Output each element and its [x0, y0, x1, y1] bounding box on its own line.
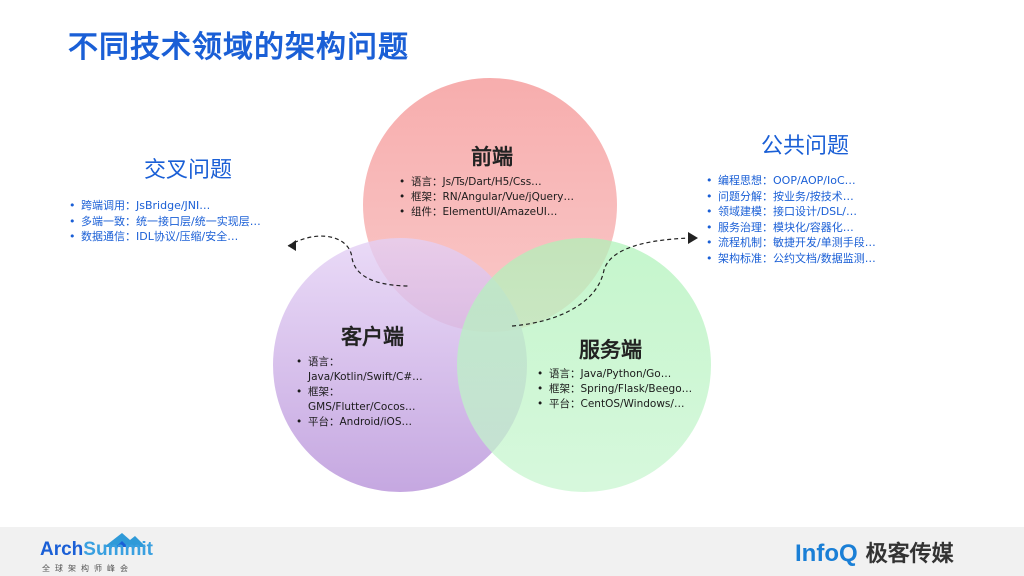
archsummit-logo: ArchSummit 全球架构师峰会	[40, 533, 160, 573]
frontend-list: 语言：Js/Ts/Dart/H5/Css… 框架：RN/Angular/Vue/…	[397, 175, 574, 220]
common-title: 公共问题	[761, 134, 850, 159]
common-list: 编程思想：OOP/AOP/IoC… 问题分解：按业务/按技术… 领域建模：接口设…	[703, 173, 876, 266]
list-item: 语言：Java/Python/Go…	[535, 367, 692, 382]
server-list: 语言：Java/Python/Go… 框架：Spring/Flask/Beego…	[535, 367, 692, 412]
list-item: 框架：RN/Angular/Vue/jQuery…	[397, 190, 574, 205]
list-item: 领域建模：接口设计/DSL/…	[703, 204, 876, 220]
infoq-cn-wordmark: 极客传媒	[865, 541, 954, 566]
mountain-icon	[104, 533, 146, 547]
list-item: 流程机制：敏捷开发/单测手段…	[703, 235, 876, 251]
list-item: 语言：Js/Ts/Dart/H5/Css…	[397, 175, 574, 190]
client-list: 语言： Java/Kotlin/Swift/C#… 框架： GMS/Flutte…	[294, 355, 423, 430]
footer-bar: ArchSummit 全球架构师峰会 InfoQ 极客传媒	[0, 527, 1024, 576]
archsummit-wordmark: ArchSummit	[40, 539, 153, 561]
list-item: 服务治理：模块化/容器化…	[703, 220, 876, 236]
list-item: 编程思想：OOP/AOP/IoC…	[703, 173, 876, 189]
cross-arrowhead	[288, 240, 296, 251]
list-item: 框架：	[294, 385, 423, 400]
infoq-logo: InfoQ 极客传媒	[795, 536, 954, 568]
list-item: 组件：ElementUI/AmazeUI…	[397, 205, 574, 220]
common-arrowhead	[688, 232, 698, 244]
page-title: 不同技术领域的架构问题	[68, 30, 409, 65]
list-item: 架构标准：公约文档/数据监测…	[703, 251, 876, 267]
list-item: 平台：Android/iOS…	[294, 415, 423, 430]
list-item: 框架：Spring/Flask/Beego…	[535, 382, 692, 397]
list-item: 多端一致：统一接口层/统一实现层…	[66, 214, 261, 230]
server-title: 服务端	[579, 338, 642, 362]
list-item: 问题分解：按业务/按技术…	[703, 189, 876, 205]
list-item: 数据通信：IDL协议/压缩/安全…	[66, 229, 261, 245]
list-item-text: Java/Kotlin/Swift/C#…	[308, 371, 423, 383]
list-item-cont: GMS/Flutter/Cocos…	[294, 400, 423, 415]
frontend-title: 前端	[471, 145, 513, 169]
list-item: 平台：CentOS/Windows/…	[535, 397, 692, 412]
common-arrow	[511, 237, 691, 327]
server-circle	[457, 238, 711, 492]
list-item-text: GMS/Flutter/Cocos…	[308, 401, 416, 413]
client-title: 客户端	[341, 325, 404, 349]
archsummit-subtitle: 全球架构师峰会	[42, 564, 133, 573]
list-item: 跨端调用：JsBridge/JNI…	[66, 198, 261, 214]
list-item: 语言：	[294, 355, 423, 370]
list-item-cont: Java/Kotlin/Swift/C#…	[294, 370, 423, 385]
cross-title: 交叉问题	[144, 158, 233, 183]
cross-list: 跨端调用：JsBridge/JNI… 多端一致：统一接口层/统一实现层… 数据通…	[66, 198, 261, 245]
arch-text: Arch	[40, 539, 84, 560]
infoq-wordmark: InfoQ	[795, 540, 858, 567]
summit-text: Summit	[83, 539, 153, 560]
